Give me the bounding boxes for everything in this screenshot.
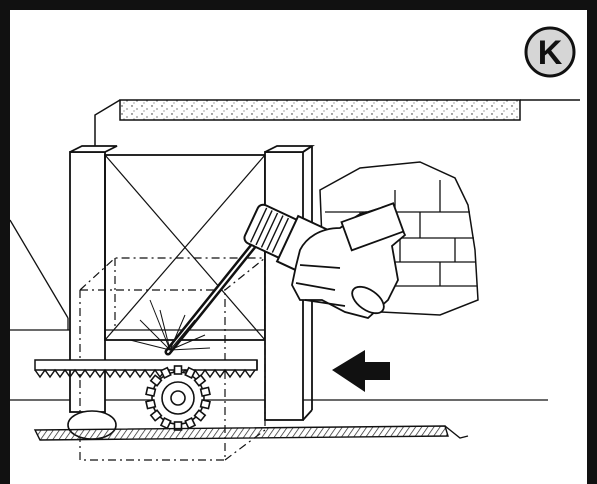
gear-rack xyxy=(34,359,258,379)
hand-icon xyxy=(291,202,407,319)
gear-tooth xyxy=(199,398,211,410)
gear-icon xyxy=(145,365,211,431)
gear-tooth xyxy=(193,374,207,387)
gear-tooth xyxy=(193,409,207,422)
floor-track xyxy=(33,425,469,441)
gear-tooth xyxy=(145,386,157,398)
gear-tooth xyxy=(173,365,183,375)
gear-tooth xyxy=(159,417,172,430)
gear-tooth xyxy=(159,366,172,379)
gear-tooth xyxy=(149,409,163,422)
panel-badge: K xyxy=(524,26,576,78)
gear-tooth xyxy=(199,386,211,398)
gear-tooth xyxy=(184,366,197,379)
impact-spark xyxy=(129,299,211,351)
ceiling-lintel xyxy=(94,99,580,150)
gate-frame xyxy=(69,145,315,421)
gear-tooth xyxy=(145,398,157,410)
gear-tooth xyxy=(149,374,163,387)
arrow-left-icon xyxy=(332,350,390,392)
panel-label: K xyxy=(538,34,563,72)
gear-tooth xyxy=(184,417,197,430)
